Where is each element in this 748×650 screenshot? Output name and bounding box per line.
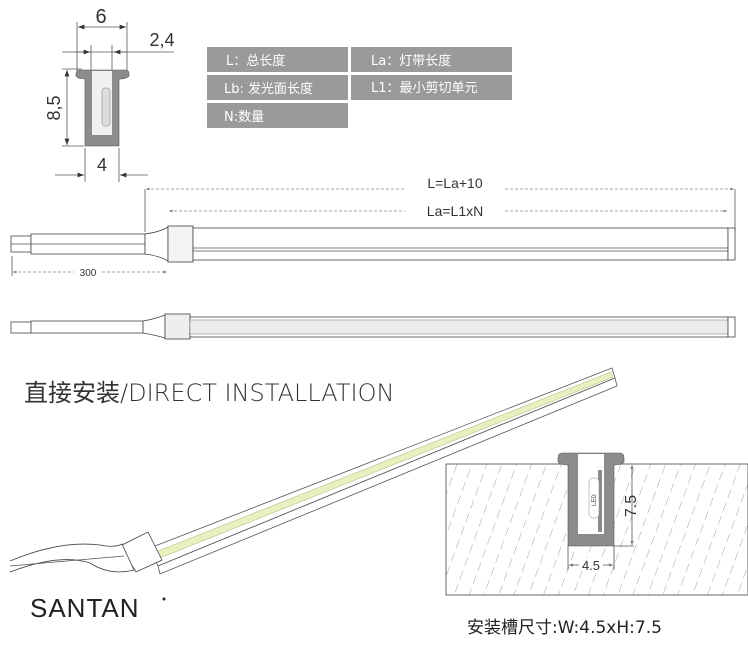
groove-height: 7.5 (623, 495, 640, 517)
legend-item-N: N:数量 (224, 110, 264, 125)
cable-length: 300 (80, 268, 97, 279)
strip-length-formula: La=L1xN (427, 203, 483, 219)
total-length-formula: L=La+10 (427, 175, 482, 191)
profile-top-width: 6 (95, 6, 106, 28)
legend: L：总长度 La：灯带长度 Lb: 发光面长度 L1：最小剪切单元 N:数量 (207, 47, 512, 128)
groove-width: 4.5 (582, 558, 600, 573)
installation-title: 直接安装/DIRECT INSTALLATION (24, 379, 394, 407)
profile-height: 8,5 (44, 95, 64, 120)
strip-side-view: 300 (10, 225, 736, 279)
legend-item-Lb: Lb: 发光面长度 (224, 81, 313, 97)
santan-logo: SANTAN (30, 593, 166, 623)
led-label: LED (592, 494, 598, 506)
length-dimensions: L=La+10 La=L1xN (144, 175, 736, 232)
profile-drawing: 6 2,4 8,5 4 (44, 6, 175, 182)
groove-spec: 安装槽尺寸:W:4.5xH:7.5 (467, 618, 662, 638)
profile-flange: 2,4 (149, 30, 174, 50)
legend-item-L: L：总长度 (226, 53, 285, 69)
legend-item-La: La：灯带长度 (371, 53, 451, 69)
profile-bottom-width: 4 (97, 155, 107, 175)
strip-top-view (10, 313, 736, 340)
strip-perspective (9, 367, 618, 575)
legend-item-L1: L1：最小剪切单元 (371, 80, 478, 96)
groove-cross-section: LED 7.5 4.5 (445, 452, 748, 596)
brand-logo: SANTAN (30, 593, 140, 623)
